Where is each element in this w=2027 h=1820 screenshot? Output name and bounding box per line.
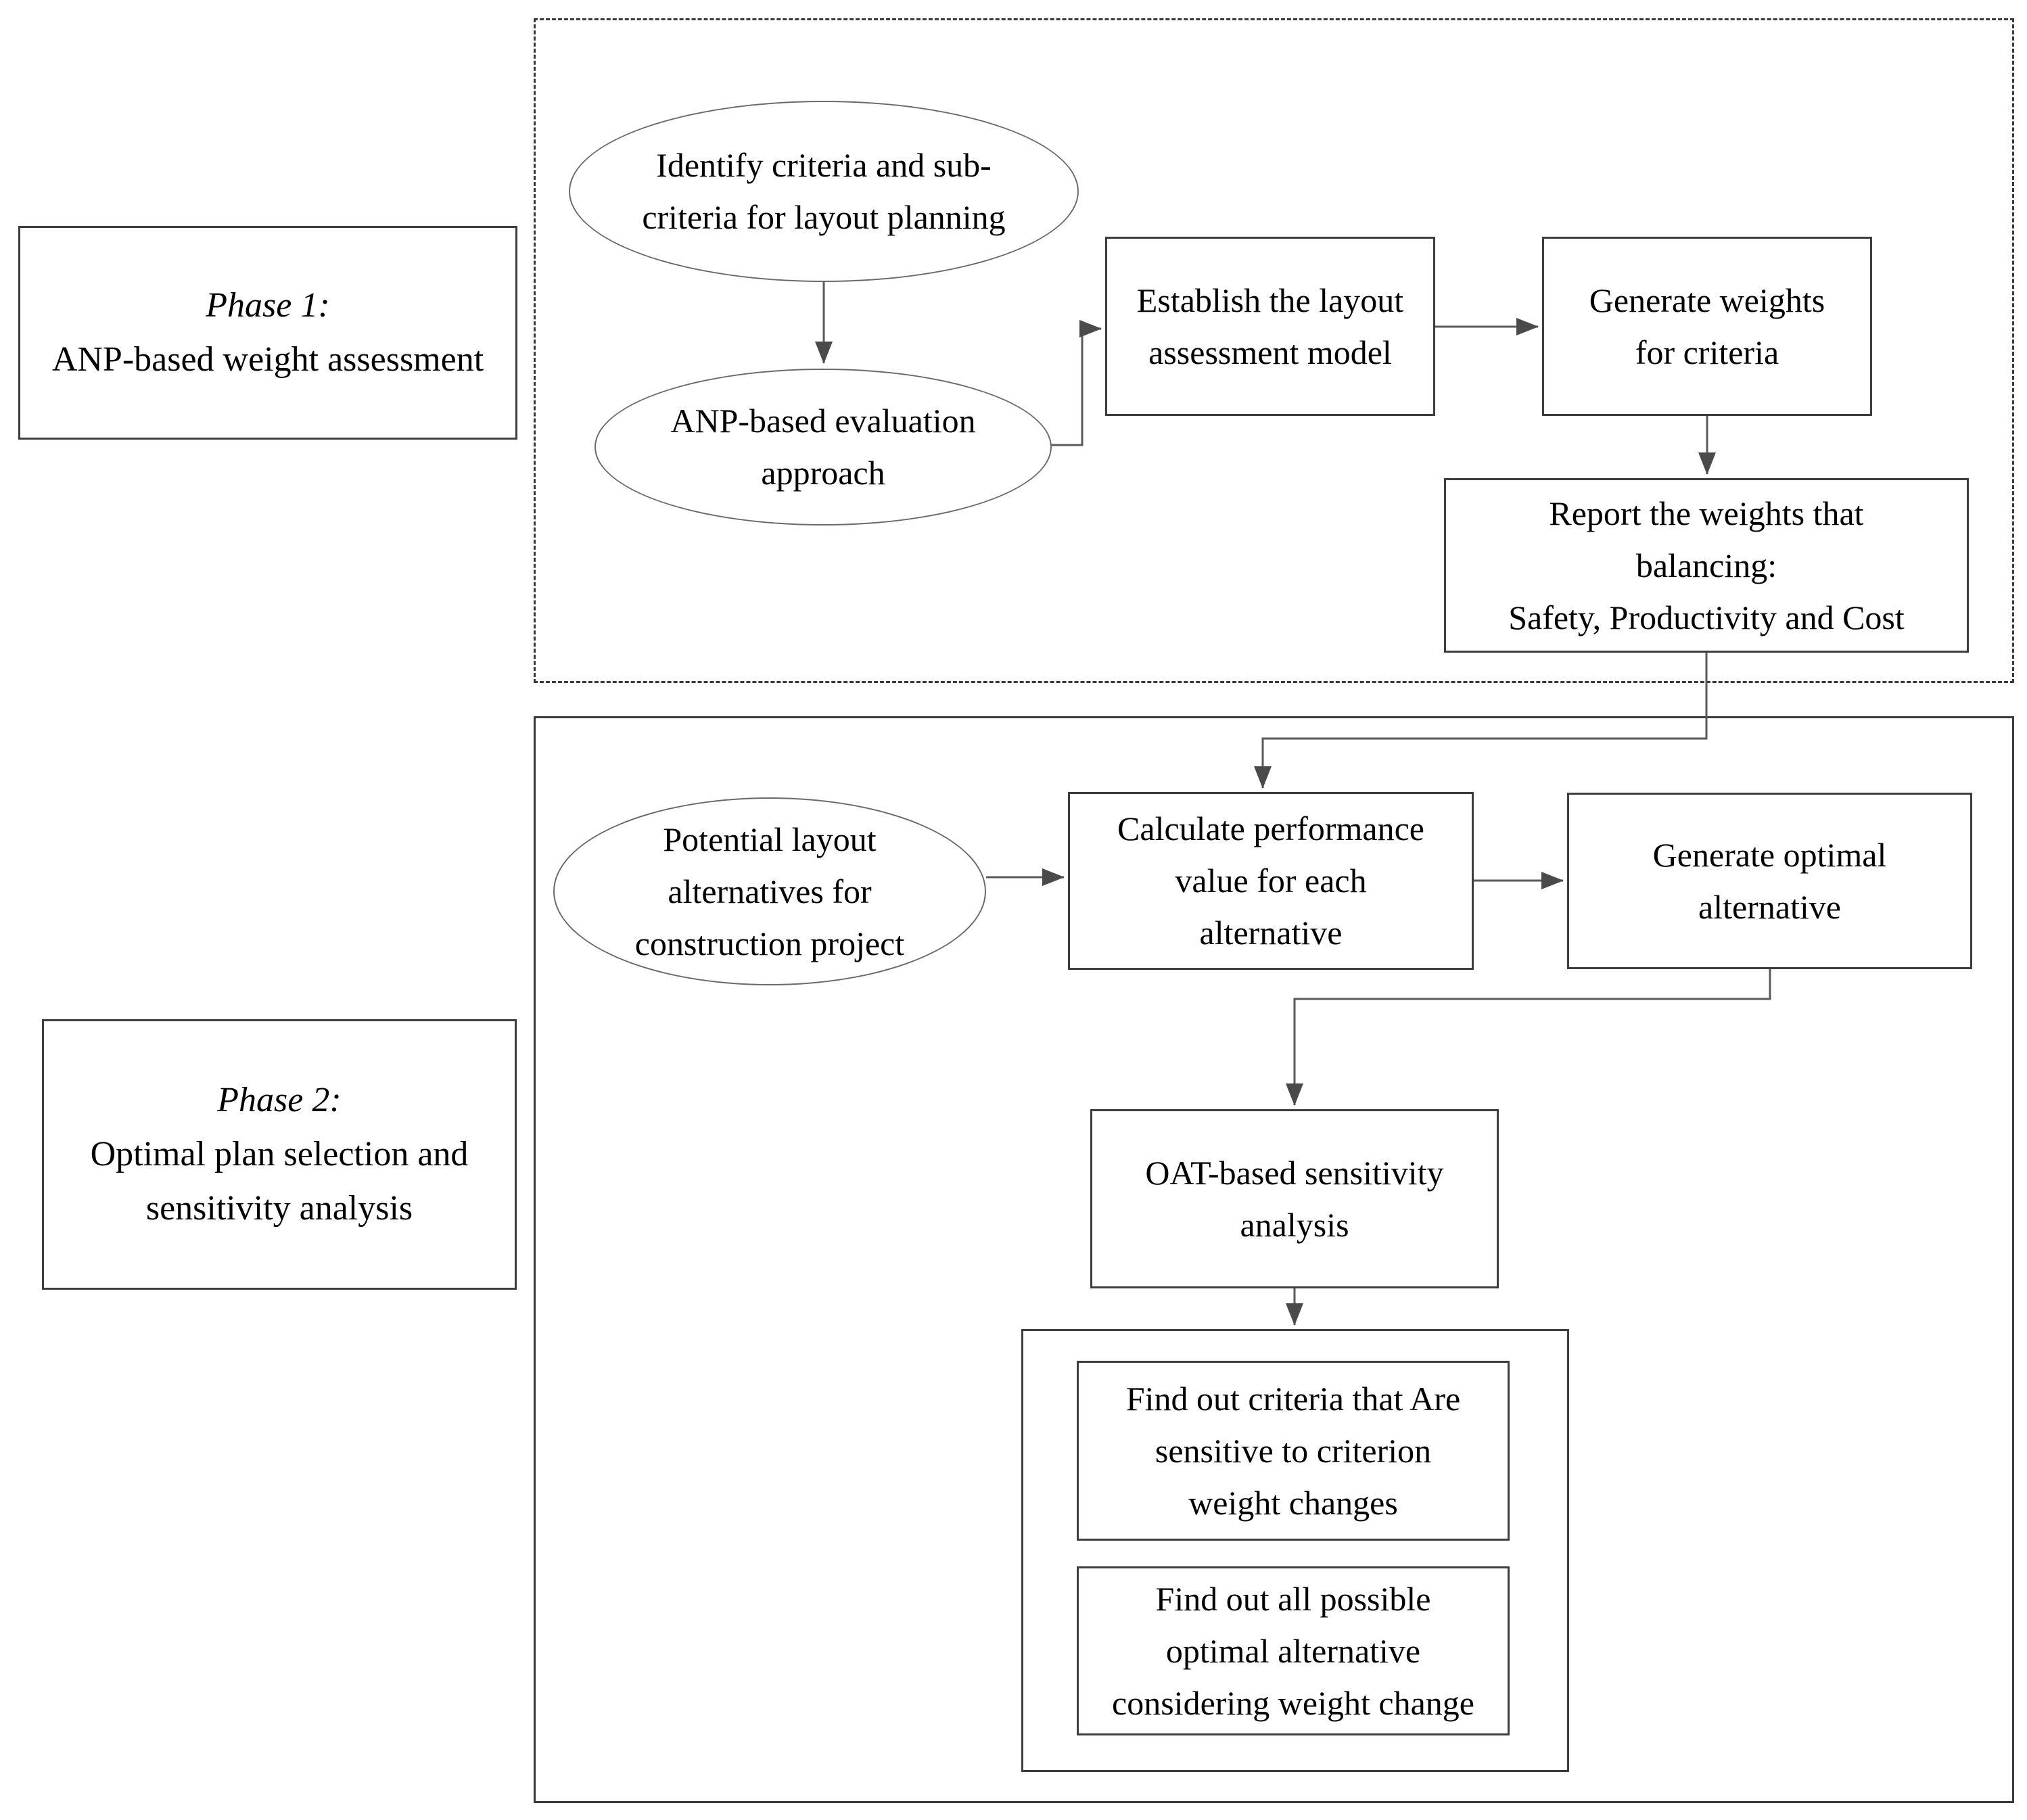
node-establish-model-text: Establish the layout assessment model — [1136, 281, 1404, 371]
node-generate-optimal: Generate optimal alternative — [1567, 793, 1972, 969]
connector-optimal-to-oat — [1286, 969, 1771, 1106]
node-identify-criteria: Identify criteria and sub- criteria for … — [569, 101, 1079, 282]
node-report-weights-text: Report the weights that balancing: Safet… — [1508, 494, 1905, 636]
connector-anp-to-establish — [1050, 320, 1102, 446]
phase1-region — [534, 18, 2014, 683]
node-potential-alternatives-text: Potential layout alternatives for constr… — [634, 820, 905, 962]
node-identify-criteria-text: Identify criteria and sub- criteria for … — [642, 146, 1006, 236]
node-find-possible-optimal-text: Find out all possible optimal alternativ… — [1112, 1579, 1474, 1722]
node-generate-weights: Generate weights for criteria — [1542, 237, 1872, 416]
node-find-possible-optimal: Find out all possible optimal alternativ… — [1077, 1566, 1510, 1735]
node-oat-sensitivity: OAT-based sensitivity analysis — [1090, 1109, 1499, 1288]
node-potential-alternatives: Potential layout alternatives for constr… — [553, 797, 986, 985]
node-generate-weights-text: Generate weights for criteria — [1589, 281, 1825, 371]
node-anp-evaluation-text: ANP-based evaluation approach — [670, 402, 976, 492]
node-calculate-performance: Calculate performance value for each alt… — [1068, 792, 1474, 970]
node-calculate-performance-text: Calculate performance value for each alt… — [1117, 810, 1424, 952]
phase2-label-box: Phase 2: Optimal plan selection and sens… — [42, 1019, 517, 1290]
node-report-weights: Report the weights that balancing: Safet… — [1444, 478, 1969, 653]
node-generate-optimal-text: Generate optimal alternative — [1652, 835, 1887, 926]
findings-group-box — [1021, 1329, 1569, 1772]
node-establish-model: Establish the layout assessment model — [1105, 237, 1435, 416]
phase2-subtitle: Optimal plan selection and sensitivity a… — [90, 1135, 469, 1228]
connector-report-to-calculate — [1254, 653, 1708, 789]
node-anp-evaluation: ANP-based evaluation approach — [595, 369, 1052, 526]
node-find-sensitive-criteria-text: Find out criteria that Are sensitive to … — [1125, 1379, 1461, 1522]
node-oat-sensitivity-text: OAT-based sensitivity analysis — [1145, 1153, 1444, 1244]
phase2-title: Phase 2: — [217, 1081, 342, 1119]
phase1-subtitle: ANP-based weight assessment — [51, 340, 484, 379]
node-find-sensitive-criteria: Find out criteria that Are sensitive to … — [1077, 1361, 1510, 1541]
phase1-label-box: Phase 1: ANP-based weight assessment — [18, 226, 517, 440]
phase1-title: Phase 1: — [206, 286, 330, 325]
phase2-region — [534, 716, 2014, 1803]
